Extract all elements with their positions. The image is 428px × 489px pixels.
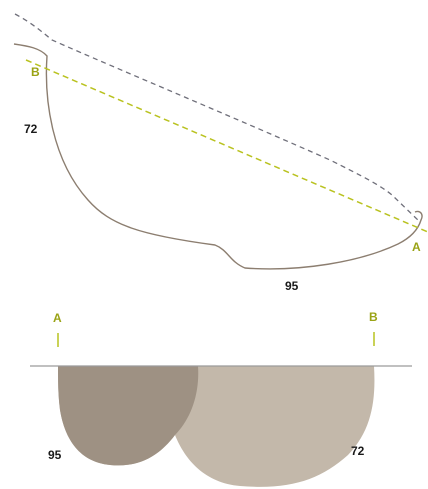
section-line-b-a xyxy=(25,59,428,233)
section-label-b: B xyxy=(369,310,378,324)
plan-dashed-outline xyxy=(14,13,421,223)
section-label-95: 95 xyxy=(48,448,62,462)
plan-label-72: 72 xyxy=(24,122,38,136)
plan-view: B A 72 95 xyxy=(13,13,428,293)
section-fill-95 xyxy=(58,366,199,466)
plan-label-95: 95 xyxy=(285,279,299,293)
plan-feature-outline xyxy=(13,43,423,270)
plan-label-b: B xyxy=(31,65,40,79)
plan-label-a: A xyxy=(412,240,421,254)
section-view: A B 95 72 xyxy=(30,310,412,487)
section-label-a: A xyxy=(53,311,62,325)
section-label-72: 72 xyxy=(351,444,365,458)
